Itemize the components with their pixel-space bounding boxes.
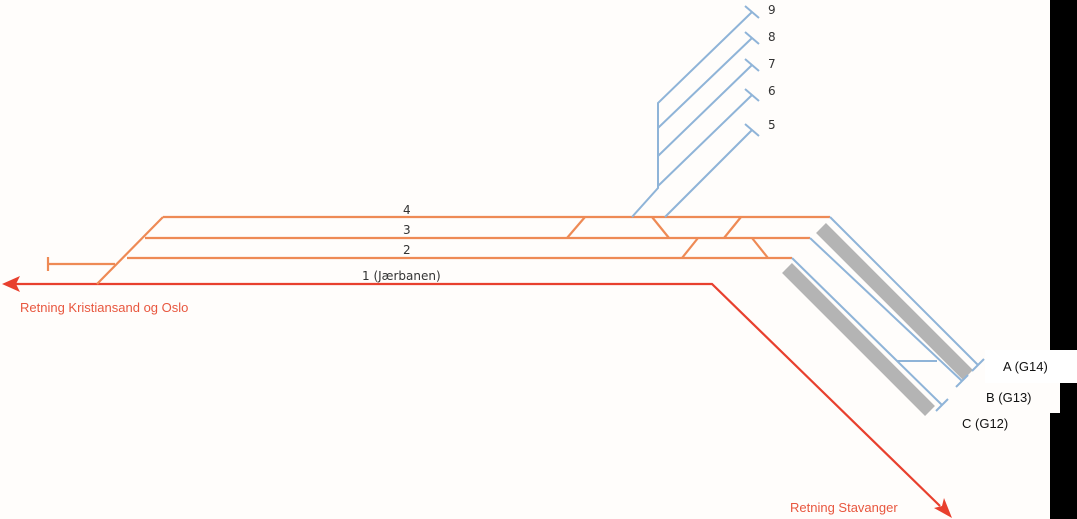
arrow-west-icon — [2, 276, 20, 292]
platform-c-label: C (G12) — [962, 416, 1008, 431]
direction-west-label: Retning Kristiansand og Oslo — [20, 300, 188, 315]
direction-south-label: Retning Stavanger — [790, 500, 898, 515]
black-border-mid — [1060, 383, 1077, 413]
track-3-label: 3 — [403, 223, 411, 237]
siding-8-label: 8 — [768, 30, 776, 44]
black-border-bottom — [1050, 413, 1077, 519]
platform-track-b — [809, 237, 963, 382]
label-box-a — [985, 350, 1077, 383]
siding-5-label: 5 — [768, 118, 776, 132]
siding-5 — [664, 129, 753, 218]
platform-b-label: B (G13) — [986, 390, 1032, 405]
arrow-south-icon — [934, 498, 952, 518]
track-2-label: 2 — [403, 243, 411, 257]
siding-6 — [657, 94, 753, 187]
platform-track-a — [829, 216, 979, 366]
siding-6-label: 6 — [768, 84, 776, 98]
crossover — [681, 237, 699, 259]
track-1 — [14, 282, 941, 507]
siding-9 — [631, 11, 753, 218]
siding-9-label: 9 — [768, 3, 776, 17]
platform-buffer-icons — [935, 358, 985, 412]
siding-7 — [657, 64, 753, 157]
platform-track-c — [791, 257, 943, 406]
siding-7-label: 7 — [768, 57, 776, 71]
track-1-label: 1 (Jærbanen) — [362, 269, 441, 283]
entry-switch — [96, 216, 164, 285]
crossover — [723, 216, 742, 239]
crossover — [566, 216, 586, 239]
crossover — [751, 237, 769, 259]
platform-ab — [816, 223, 973, 380]
black-border-top — [1050, 0, 1077, 350]
crossover — [651, 216, 670, 239]
platform-a-label: A (G14) — [1003, 359, 1048, 374]
siding-8 — [657, 37, 753, 129]
track-4-label: 4 — [403, 203, 411, 217]
buffer-stop-icons — [744, 5, 760, 137]
platform-c — [782, 263, 935, 416]
